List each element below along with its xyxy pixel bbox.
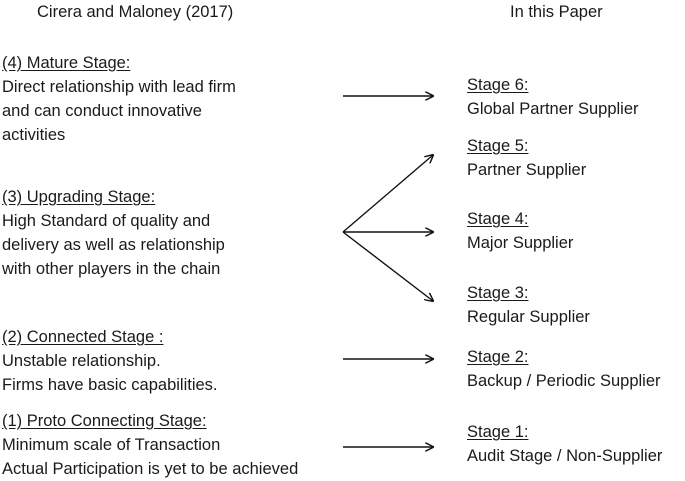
- left-stage-line: with other players in the chain: [2, 260, 221, 278]
- right-stage-2: Stage 2: Backup / Periodic Supplier: [467, 345, 661, 393]
- arrow-upgrading-to-stage5: [342, 155, 433, 233]
- left-stage-line: Direct relationship with lead firm: [2, 78, 236, 96]
- left-stage-line: Actual Participation is yet to be achiev…: [2, 460, 299, 478]
- left-stage-line: High Standard of quality and: [2, 212, 211, 230]
- header-left: Cirera and Maloney (2017): [37, 3, 234, 21]
- right-stage-name: Global Partner Supplier: [467, 100, 639, 118]
- left-stage-title: (3) Upgrading Stage:: [2, 188, 156, 206]
- right-stage-title: Stage 3:: [467, 284, 529, 302]
- right-stage-4: Stage 4: Major Supplier: [467, 207, 573, 255]
- right-stage-title: Stage 6:: [467, 76, 529, 94]
- right-stage-3: Stage 3: Regular Supplier: [467, 281, 590, 329]
- left-stage-line: Firms have basic capabilities.: [2, 376, 218, 394]
- left-stage-mature: (4) Mature Stage: Direct relationship wi…: [2, 51, 236, 147]
- left-stage-line: and can conduct innovative: [2, 102, 202, 120]
- left-stage-line: activities: [2, 126, 66, 144]
- right-stage-5: Stage 5: Partner Supplier: [467, 134, 586, 182]
- header-right: In this Paper: [510, 3, 603, 21]
- left-stage-title: (2) Connected Stage :: [2, 328, 164, 346]
- right-stage-title: Stage 4:: [467, 210, 529, 228]
- left-stage-connected: (2) Connected Stage : Unstable relations…: [2, 325, 218, 397]
- right-stage-name: Partner Supplier: [467, 161, 587, 179]
- right-stage-name: Backup / Periodic Supplier: [467, 372, 661, 390]
- left-stage-line: delivery as well as relationship: [2, 236, 225, 254]
- left-stage-proto: (1) Proto Connecting Stage: Minimum scal…: [2, 409, 298, 481]
- left-stage-upgrading: (3) Upgrading Stage: High Standard of qu…: [2, 185, 225, 281]
- right-stage-1: Stage 1: Audit Stage / Non-Supplier: [467, 420, 662, 468]
- right-stage-name: Regular Supplier: [467, 308, 590, 326]
- right-stage-title: Stage 1:: [467, 423, 529, 441]
- left-stage-line: Unstable relationship.: [2, 352, 161, 370]
- right-stage-6: Stage 6: Global Partner Supplier: [467, 73, 639, 121]
- left-stage-title: (1) Proto Connecting Stage:: [2, 412, 207, 430]
- right-stage-name: Audit Stage / Non-Supplier: [467, 447, 663, 465]
- right-stage-name: Major Supplier: [467, 234, 574, 252]
- right-stage-title: Stage 5:: [467, 137, 529, 155]
- right-stage-title: Stage 2:: [467, 348, 529, 366]
- left-stage-title: (4) Mature Stage:: [2, 54, 131, 72]
- left-stage-line: Minimum scale of Transaction: [2, 436, 221, 454]
- arrow-upgrading-to-stage3: [342, 231, 433, 301]
